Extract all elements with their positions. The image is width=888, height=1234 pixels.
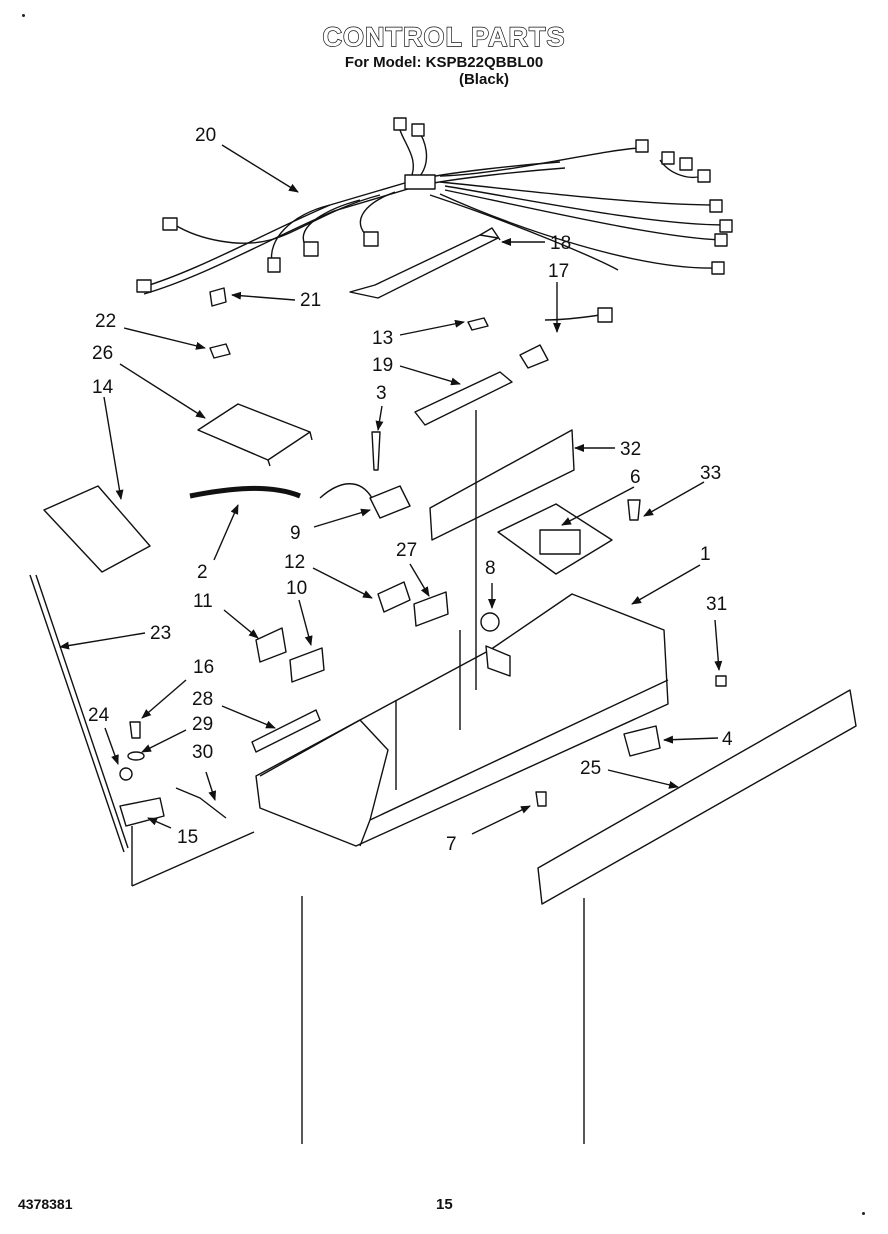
callout-15: 15	[177, 827, 198, 848]
callout-labels: 1 2 3 4 6 7 8 9 10 11 12 13 14 15 16 17 …	[88, 125, 733, 855]
switch-9	[369, 485, 411, 519]
rail-28	[251, 709, 321, 753]
callout-28: 28	[192, 689, 213, 710]
callout-23: 23	[150, 623, 171, 644]
page-header: CONTROL PARTS For Model: KSPB22QBBL00 (B…	[0, 21, 888, 88]
callout-29: 29	[192, 714, 213, 735]
callout-21: 21	[300, 290, 321, 311]
heater-19	[414, 371, 513, 426]
wire-harness	[136, 117, 733, 295]
callout-11: 11	[193, 591, 213, 612]
control-housing	[255, 593, 669, 847]
cover-26	[197, 403, 311, 461]
shield-14	[43, 485, 151, 573]
bracket-11	[255, 627, 287, 663]
label-32	[429, 429, 575, 541]
callout-33: 33	[700, 463, 721, 484]
callout-31: 31	[706, 594, 727, 615]
corner-mark-top-left	[22, 14, 25, 17]
callout-6: 6	[630, 467, 641, 488]
knob-8	[480, 612, 500, 632]
sensor-17	[519, 344, 549, 369]
bracket-15	[119, 797, 165, 827]
switch-4	[623, 725, 661, 757]
callout-7: 7	[446, 834, 457, 855]
callout-16: 16	[193, 657, 214, 678]
color-note: (Black)	[458, 71, 510, 88]
callout-18: 18	[550, 233, 571, 254]
page-number: 15	[436, 1196, 453, 1213]
callout-22: 22	[95, 311, 116, 332]
callout-13: 13	[372, 328, 393, 349]
document-code: 4378381	[18, 1196, 73, 1212]
rod	[29, 574, 129, 853]
callout-20: 20	[195, 125, 216, 146]
callout-25: 25	[580, 758, 601, 779]
label-27	[413, 591, 449, 627]
corner-mark-bottom-right	[862, 1212, 865, 1215]
page-title: CONTROL PARTS	[322, 21, 566, 52]
callout-32: 32	[620, 439, 641, 460]
trim-strip	[537, 689, 857, 905]
wire-clip	[209, 287, 227, 307]
small-clip	[209, 343, 231, 359]
callout-4: 4	[722, 729, 733, 750]
callout-10: 10	[286, 578, 307, 599]
bracket-12	[377, 581, 411, 613]
callout-9: 9	[290, 523, 301, 544]
callout-14: 14	[92, 377, 114, 398]
callout-8: 8	[485, 558, 496, 579]
callout-30: 30	[192, 742, 213, 763]
callout-19: 19	[372, 355, 393, 376]
callout-2: 2	[197, 562, 208, 583]
callout-24: 24	[88, 705, 110, 726]
callout-12: 12	[284, 552, 305, 573]
callout-3: 3	[376, 383, 387, 404]
tube	[189, 485, 301, 499]
model-line: For Model: KSPB22QBBL00	[344, 54, 544, 71]
callout-1: 1	[700, 544, 711, 565]
label-10	[289, 647, 325, 683]
callout-17: 17	[548, 261, 569, 282]
callout-27: 27	[396, 540, 417, 561]
callout-26: 26	[92, 343, 113, 364]
